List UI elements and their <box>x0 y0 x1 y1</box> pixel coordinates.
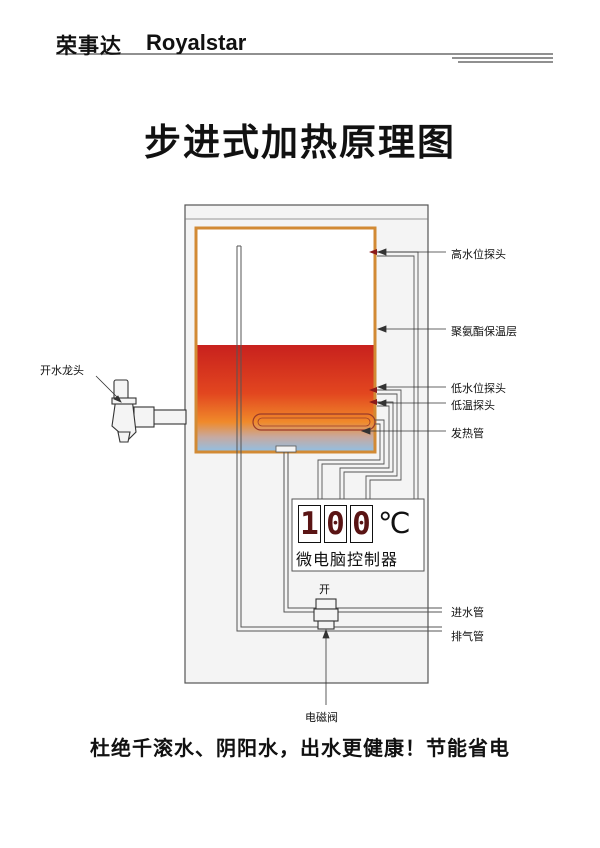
faucet-label: 开水龙头 <box>40 364 84 377</box>
tank-outlet-fitting <box>275 445 297 453</box>
annotation-arrows <box>95 248 446 705</box>
temp-probe-label: 低温探头 <box>451 399 495 412</box>
display-digit: 0 <box>350 505 373 543</box>
temperature-unit: ℃ <box>378 506 411 540</box>
display-digit: 1 <box>298 505 321 543</box>
vent-pipe-label: 排气管 <box>451 630 484 643</box>
vent-pipe <box>236 246 442 632</box>
valve-open-label: 开 <box>319 583 330 596</box>
low-probe <box>369 387 377 393</box>
slogan: 杜绝千滚水、阴阳水，出水更健康！节能省电 <box>90 736 510 760</box>
heater-label: 发热管 <box>451 427 484 440</box>
inlet-pipe <box>283 452 442 613</box>
temperature-display: 1 0 0 ℃ <box>298 505 411 543</box>
brand-name-en: Royalstar <box>146 30 247 55</box>
solenoid-valve-label: 电磁阀 <box>305 711 338 724</box>
high-probe-label: 高水位探头 <box>451 248 506 261</box>
brand-name-cn: 荣事达 <box>56 34 122 58</box>
heating-tube <box>252 413 376 431</box>
header-rule <box>56 53 553 63</box>
faucet-icon <box>111 379 187 443</box>
water-body <box>196 345 375 452</box>
high-probe <box>369 249 377 255</box>
low-probe-label: 低水位探头 <box>451 382 506 395</box>
display-digit: 0 <box>324 505 347 543</box>
temp-probe <box>369 399 377 405</box>
controller-label: 微电脑控制器 <box>296 550 399 569</box>
inlet-pipe-label: 进水管 <box>451 606 484 619</box>
solenoid-valve-icon <box>313 598 339 630</box>
diagram-title: 步进式加热原理图 <box>144 121 456 164</box>
insulation-label: 聚氨酯保温层 <box>451 325 517 338</box>
